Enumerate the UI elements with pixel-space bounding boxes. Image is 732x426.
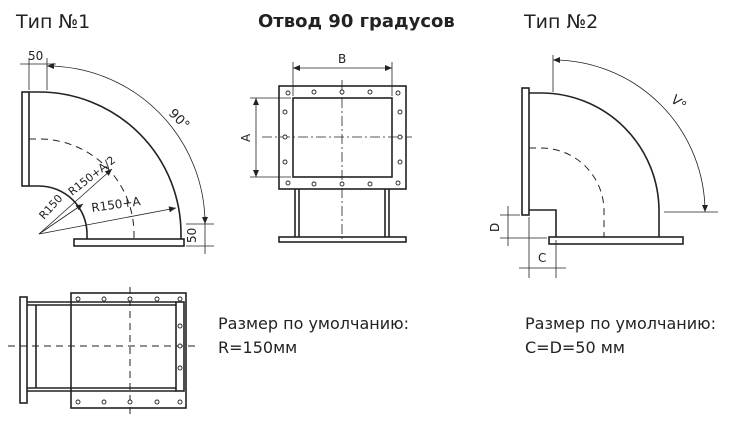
front-outer-flange: [278, 85, 407, 190]
type1-label: Тип №1: [16, 11, 91, 33]
front-inner-opening: [292, 97, 393, 178]
type2-inner-step: [529, 209, 557, 237]
side-view-drawing: [8, 287, 200, 415]
type1-elbow-drawing: [20, 58, 214, 254]
type1-note-value: R=150мм: [218, 338, 298, 357]
type2-label: Тип №2: [524, 11, 599, 33]
type2-dim-d: D: [488, 223, 502, 232]
type1-note-title: Размер по умолчанию:: [218, 314, 409, 333]
type2-outer-arc: [529, 92, 660, 237]
type1-dim-angle: 90°: [165, 106, 192, 133]
type2-dim-c: C: [538, 251, 546, 265]
front-dim-b: B: [338, 52, 346, 66]
type2-bottom-flange: [548, 236, 684, 245]
type2-center-arc: [529, 147, 605, 237]
diagram-title: Отвод 90 градусов: [258, 11, 455, 32]
type1-bottom-flange: [73, 238, 185, 247]
type2-elbow-drawing: [500, 55, 718, 278]
type1-dim-r2: R150: [37, 192, 66, 222]
type1-dim-r1: R150+A/2: [66, 154, 118, 199]
type2-side-flange: [521, 87, 530, 216]
side-left-flange: [19, 296, 28, 404]
type1-dim-flange: 50: [28, 49, 43, 63]
type2-dim-angle: V°: [667, 93, 688, 114]
front-view-drawing: [250, 62, 412, 243]
type1-dim-r3: R150+A: [90, 194, 142, 215]
front-dim-a: A: [239, 133, 253, 142]
side-square-flange: [70, 292, 187, 409]
type2-note-value: C=D=50 мм: [525, 338, 625, 357]
type2-note-title: Размер по умолчанию:: [525, 314, 716, 333]
type1-side-flange: [21, 91, 30, 187]
type1-dim-bottom: 50: [185, 228, 199, 243]
